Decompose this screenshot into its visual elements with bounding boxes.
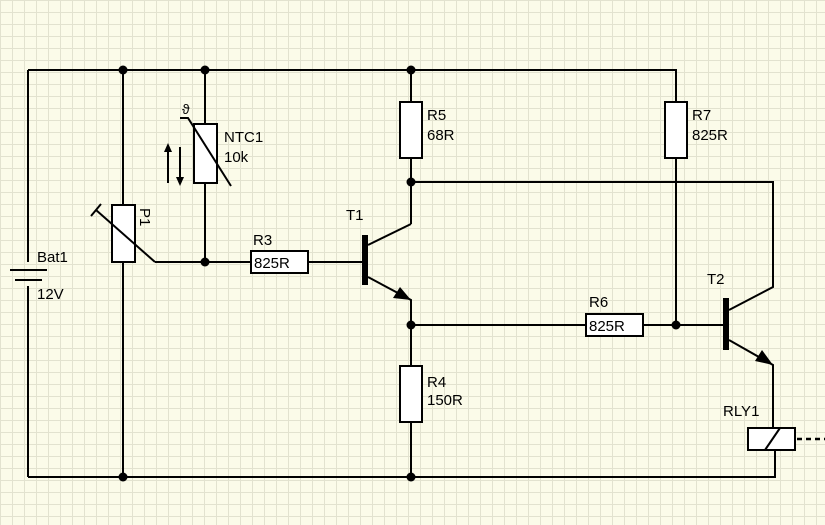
t2-ref-label: T2	[707, 271, 725, 288]
r3-value-label: 825R	[254, 255, 290, 272]
resistor-r7: R7 825R	[664, 101, 728, 159]
thermistor-ntc1: ϑ NTC1 10k	[164, 101, 263, 187]
r6-body	[585, 313, 644, 337]
junction-dot	[406, 177, 416, 187]
junction-dot	[200, 65, 210, 75]
wire-t1-collector	[367, 223, 412, 246]
t2-base-bar	[723, 298, 729, 350]
r5-value-label: 68R	[427, 127, 455, 144]
junction-dot	[671, 320, 681, 330]
r7-value-label: 825R	[692, 127, 728, 144]
wire-t1-emitter	[367, 276, 412, 366]
rly1-coil-slash	[764, 427, 781, 451]
resistor-r3: R3 825R	[250, 232, 309, 274]
r5-body	[399, 101, 423, 159]
junction-dot	[406, 65, 416, 75]
p1-wiper-arrow	[95, 209, 156, 263]
ntc1-body	[193, 123, 218, 184]
wire-bottom-rail	[28, 450, 776, 478]
r6-ref-label: R6	[589, 294, 608, 311]
t1-base-bar	[362, 235, 368, 285]
junctions	[118, 65, 681, 482]
potentiometer-p1: P1	[90, 203, 156, 263]
resistor-r4: R4 150R	[399, 365, 463, 423]
t1-emitter-arrow	[393, 287, 411, 300]
battery-bat1: Bat1 12V	[10, 249, 68, 303]
junction-dot	[118, 65, 128, 75]
ntc1-theta-glyph: ϑ	[182, 101, 190, 117]
wire-collector-bus	[411, 181, 774, 311]
relay-rly1: RLY1	[723, 403, 825, 451]
ntc1-ref-label: NTC1	[224, 129, 263, 146]
p1-wiper-tick	[90, 203, 102, 217]
junction-dot	[406, 472, 416, 482]
junction-dot	[406, 320, 416, 330]
r6-value-label: 825R	[589, 318, 625, 335]
junction-dot	[118, 472, 128, 482]
r4-value-label: 150R	[427, 392, 463, 409]
wire-top-rail	[28, 69, 677, 102]
p1-ref-label: P1	[136, 208, 153, 226]
resistor-r6: R6 825R	[585, 294, 644, 337]
r5-ref-label: R5	[427, 107, 446, 124]
r4-ref-label: R4	[427, 374, 446, 391]
transistor-t2: T2	[707, 271, 773, 365]
transistor-t1: T1	[346, 207, 411, 300]
rly1-ref-label: RLY1	[723, 403, 759, 420]
r3-ref-label: R3	[253, 232, 272, 249]
temp-arrows-icon	[164, 143, 184, 186]
junction-dot	[200, 257, 210, 267]
t1-ref-label: T1	[346, 207, 364, 224]
ntc1-value-label: 10k	[224, 149, 249, 166]
r7-body	[664, 101, 688, 159]
r7-ref-label: R7	[692, 107, 711, 124]
t2-emitter-arrow	[755, 350, 773, 365]
r4-body	[399, 365, 423, 423]
resistor-r5: R5 68R	[399, 101, 455, 159]
bat1-ref-label: Bat1	[37, 249, 68, 266]
ntc1-slash	[180, 117, 232, 187]
r3-body	[250, 250, 309, 274]
bat1-value-label: 12V	[37, 286, 64, 303]
